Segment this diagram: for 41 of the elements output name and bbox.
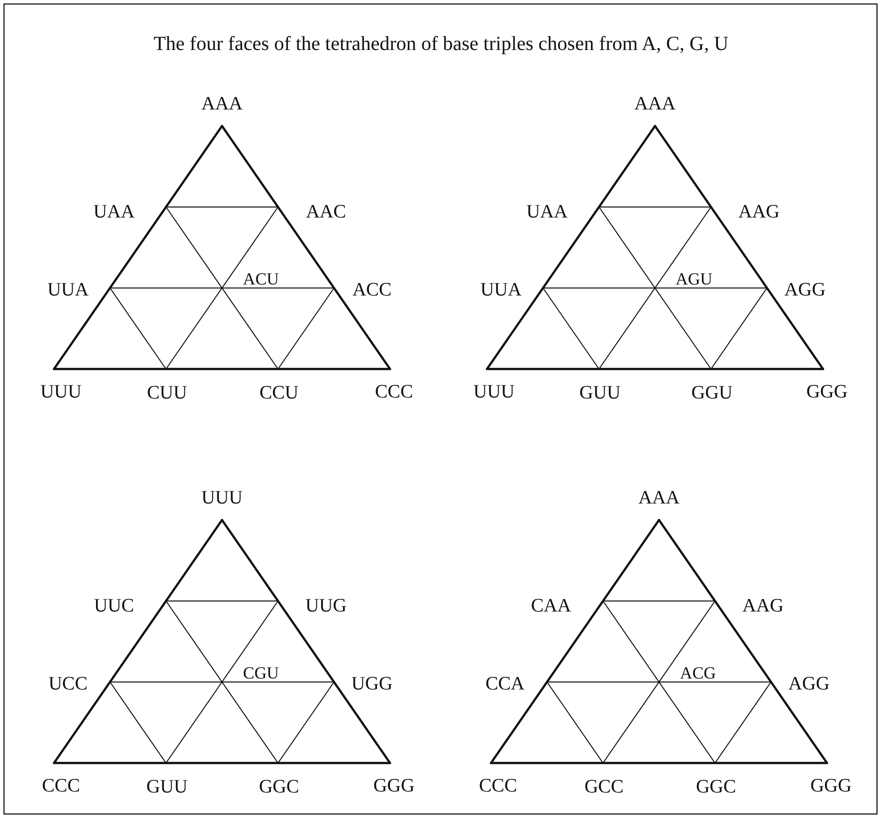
vertex-label: UUC (94, 596, 134, 616)
vertex-label: UUU (473, 382, 515, 402)
vertex-label: AAC (306, 202, 346, 222)
title: The four faces of the tetrahedron of base triples chosen from A, C, G, U (152, 33, 730, 56)
vertex-label: UUA (480, 280, 522, 300)
vertex-label: GGC (258, 778, 300, 796)
vertex-label: CAA (530, 596, 572, 616)
vertex-label: AAA (201, 94, 243, 114)
vertex-label: CCA (485, 674, 525, 694)
vertex-label: ACU (243, 270, 279, 288)
vertex-label: GGG (806, 382, 848, 402)
vertex-label: AGU (676, 270, 712, 288)
vertex-label: AAA (634, 94, 676, 114)
vertex-label: AAG (742, 596, 784, 616)
vertex-label: GGC (696, 778, 736, 796)
vertex-label: UGG (351, 674, 393, 694)
vertex-label: UAA (526, 202, 568, 222)
vertex-label: GCC (584, 778, 624, 796)
vertex-label: UAA (93, 202, 135, 222)
vertex-label: CUU (146, 384, 188, 402)
vertex-label: UUU (40, 382, 82, 402)
vertex-label: GUU (579, 384, 621, 402)
vertex-label: GGG (810, 776, 852, 796)
vertex-label: UUU (201, 488, 243, 508)
vertex-label: ACG (680, 664, 716, 682)
vertex-label: CCC (42, 776, 80, 796)
vertex-label: GUU (146, 778, 188, 796)
vertex-label: UUA (47, 280, 89, 300)
vertex-label: ACC (352, 280, 392, 300)
vertex-label: CCC (478, 776, 518, 796)
vertex-label: UUG (305, 596, 347, 616)
vertex-label: AGG (788, 674, 830, 694)
vertex-label: AGG (784, 280, 826, 300)
vertex-label: CCC (374, 382, 414, 402)
vertex-label: AAA (638, 488, 680, 508)
vertex-label: GGG (373, 776, 415, 796)
vertex-label: UCC (48, 674, 88, 694)
vertex-label: GGU (691, 384, 733, 402)
vertex-label: CCU (259, 384, 299, 402)
vertex-label: CGU (243, 664, 279, 682)
vertex-label: AAG (738, 202, 780, 222)
